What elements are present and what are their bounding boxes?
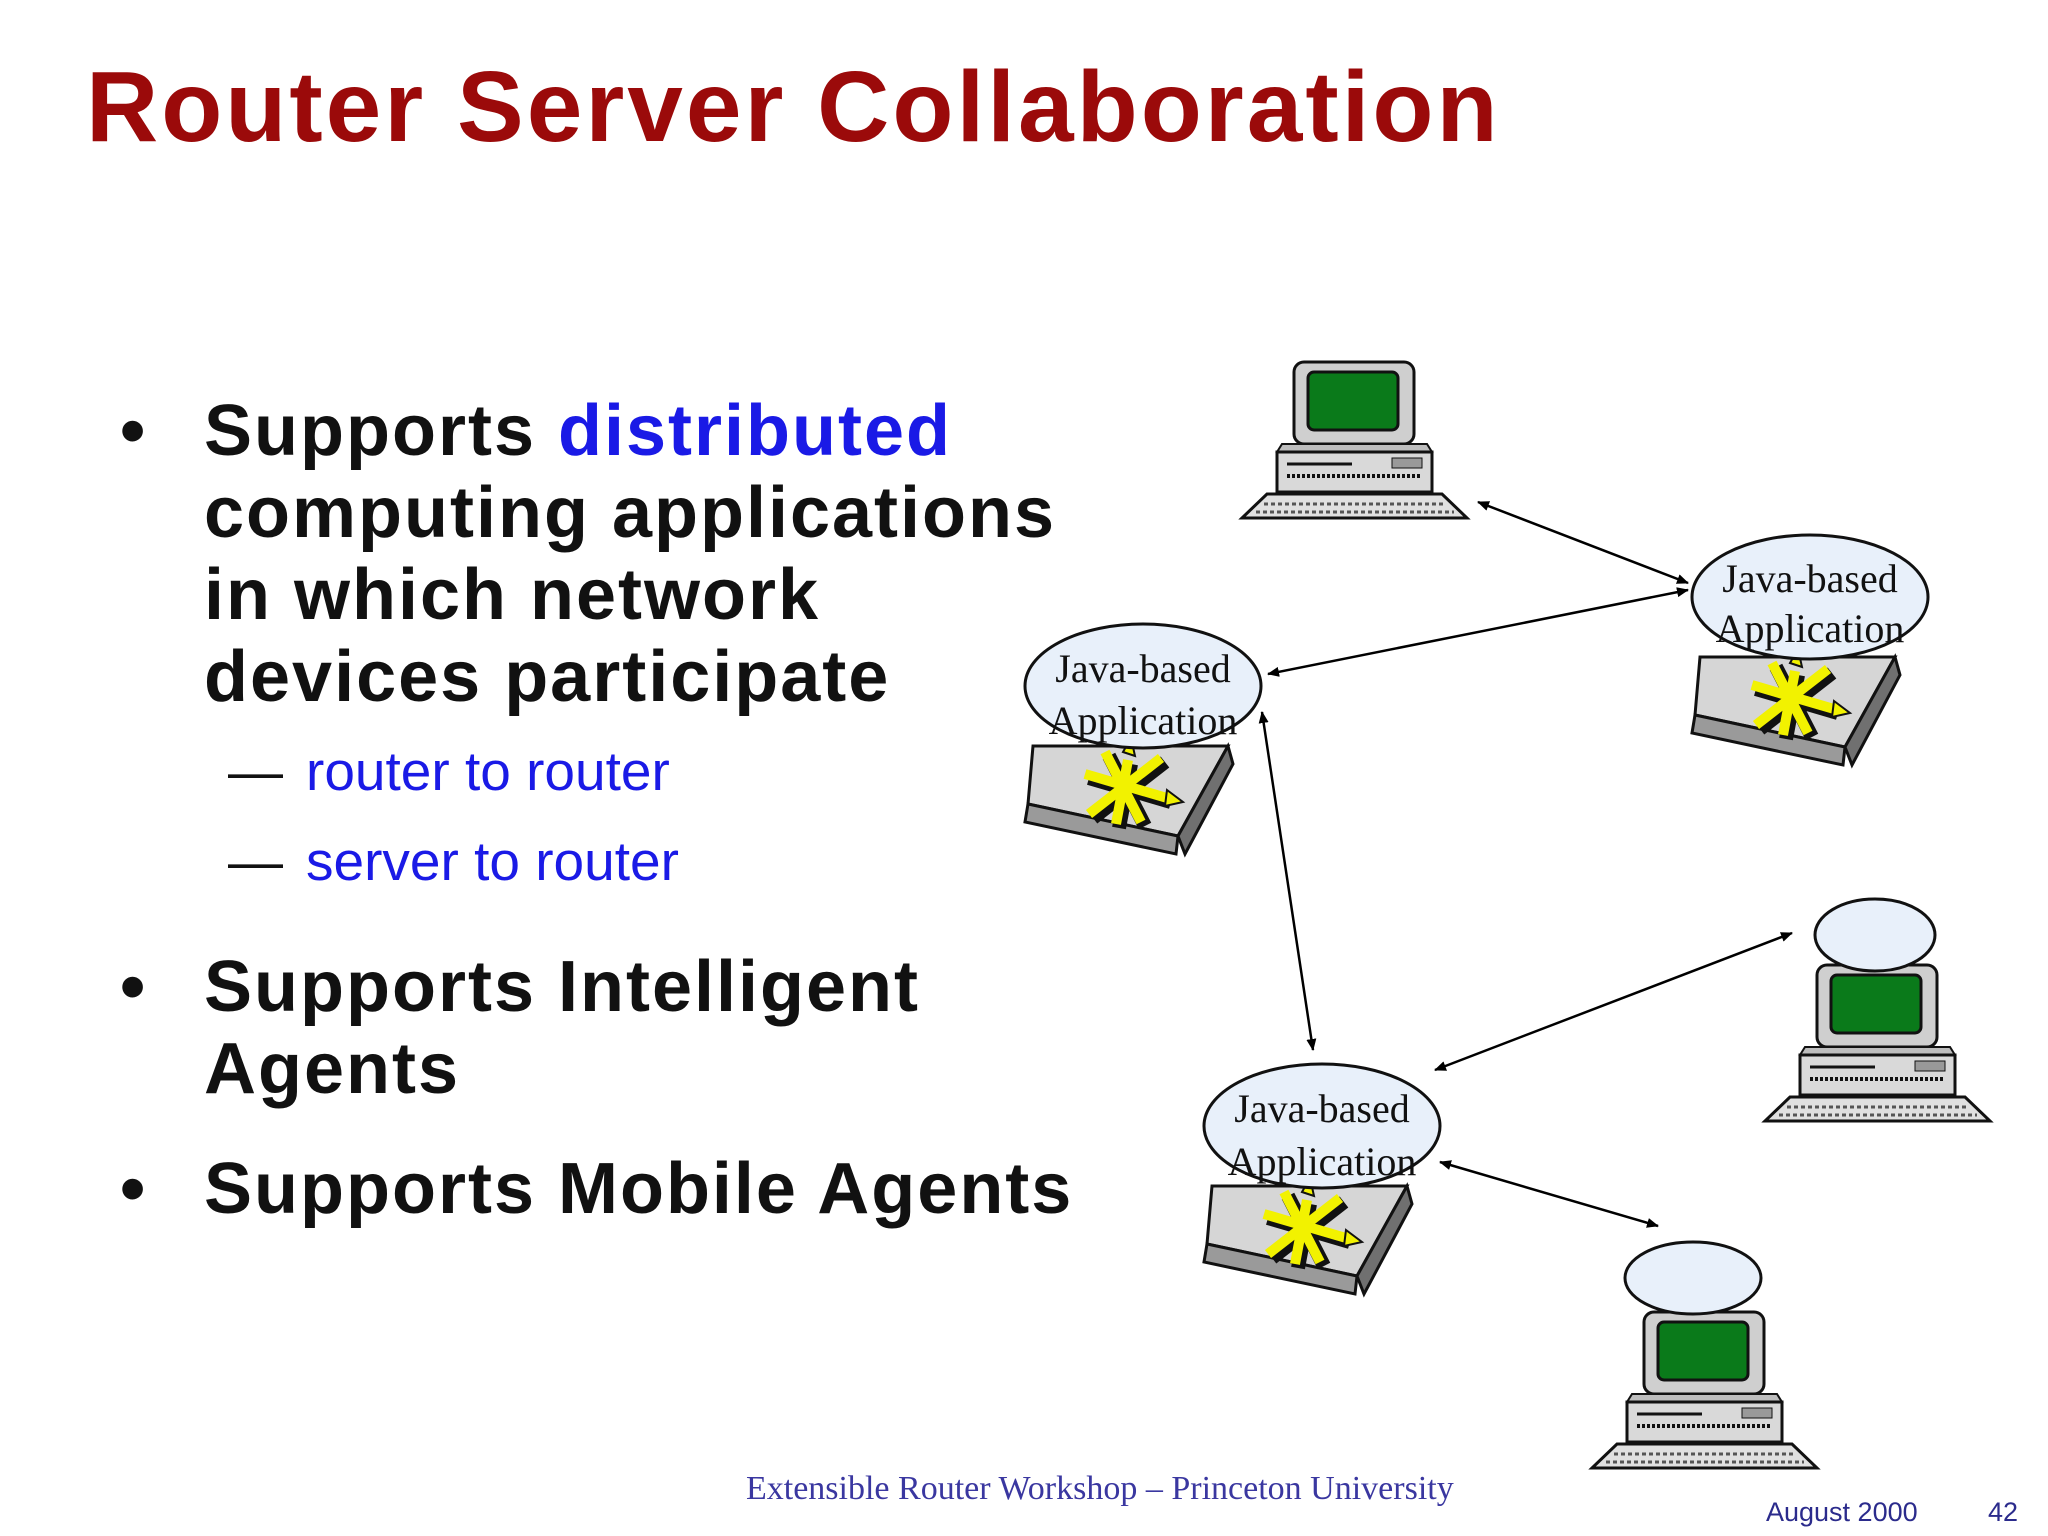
node-label-line2: Application [1716,606,1905,651]
footer-text: Extensible Router Workshop – Princeton U… [746,1470,1454,1507]
desktop-computer-icon [1590,1310,1819,1470]
bullet-mobile-agents: • Supports Mobile Agents [120,1148,1080,1230]
connection-arrow [1258,711,1317,1051]
bullet-text: Supports [204,391,558,471]
connection-arrow [1434,931,1793,1072]
agent-bubble [1813,897,1937,973]
sub-bullet-server-to-router: — server to router [120,816,1080,906]
router-node: Java-based Application [1692,535,1928,765]
node-label-line1: Java-based [1234,1086,1409,1131]
connection-arrow [1439,1160,1659,1228]
bullet-dot: • [120,947,148,1027]
bullet-list: • Supports distributed computing applica… [120,390,1080,1230]
bullet-dot: • [120,391,148,471]
footer-date: August 2000 [1766,1497,1918,1527]
node-label-line1: Java-based [1722,556,1897,601]
dash-glyph: — [228,830,283,892]
bullet-intelligent-agents: • Supports Intelligent Agents [120,946,1080,1110]
bullet-text: devices participate [204,637,891,717]
dash-glyph: — [228,740,283,802]
router-node: Java-based Application [1025,624,1261,854]
bullet-text: Supports Intelligent [204,947,920,1027]
bullet-text: Supports Mobile Agents [204,1149,1074,1229]
router-node: Java-based Application [1204,1064,1440,1294]
connection-arrow [1477,500,1689,585]
bullet-text: computing applications [204,473,1057,553]
node-label-line1: Java-based [1055,646,1230,691]
sub-bullet-router-to-router: — router to router [120,726,1080,816]
desktop-computer-icon [1763,963,1992,1123]
sub-bullet-text: router to router [306,740,670,802]
connection-arrow [1267,587,1689,677]
agent-bubble [1623,1240,1763,1316]
node-label-line2: Application [1049,698,1238,743]
desktop-computer-icon [1240,360,1469,520]
bullet-text: Agents [204,1029,461,1109]
node-label-line2: Application [1228,1139,1417,1184]
page-number: 42 [1988,1497,2019,1527]
slide-title: Router Server Collaboration [86,51,1501,163]
bullet-highlight: distributed [558,391,952,471]
bullet-text: in which network [204,555,821,635]
bullet-dot: • [120,1149,148,1229]
sub-bullet-text: server to router [306,830,679,892]
bullet-distributed: • Supports distributed computing applica… [120,390,1080,718]
